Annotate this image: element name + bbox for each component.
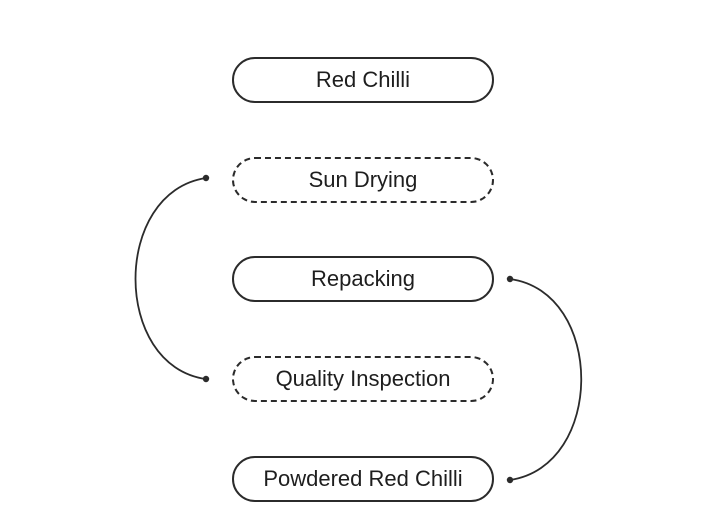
node-quality-inspection: Quality Inspection bbox=[232, 356, 494, 402]
connector-sun-drying-to-quality-inspection bbox=[134, 177, 207, 380]
connector-dot-quality-inspection bbox=[202, 375, 210, 383]
node-sun-drying: Sun Drying bbox=[232, 157, 494, 203]
node-powdered-red-chilli: Powdered Red Chilli bbox=[232, 456, 494, 502]
connector-dot-sun-drying bbox=[202, 174, 210, 182]
node-label-quality-inspection: Quality Inspection bbox=[275, 366, 451, 391]
node-label-repacking: Repacking bbox=[311, 266, 415, 291]
connector-dot-repacking bbox=[506, 275, 514, 283]
node-red-chilli: Red Chilli bbox=[232, 57, 494, 103]
connector-repacking-to-powdered-red-chilli bbox=[509, 278, 583, 481]
node-label-red-chilli: Red Chilli bbox=[315, 67, 411, 92]
node-label-sun-drying: Sun Drying bbox=[308, 167, 418, 192]
connector-dot-powdered-red-chilli bbox=[506, 476, 514, 484]
node-label-powdered-red-chilli: Powdered Red Chilli bbox=[263, 466, 463, 491]
node-repacking: Repacking bbox=[232, 256, 494, 302]
